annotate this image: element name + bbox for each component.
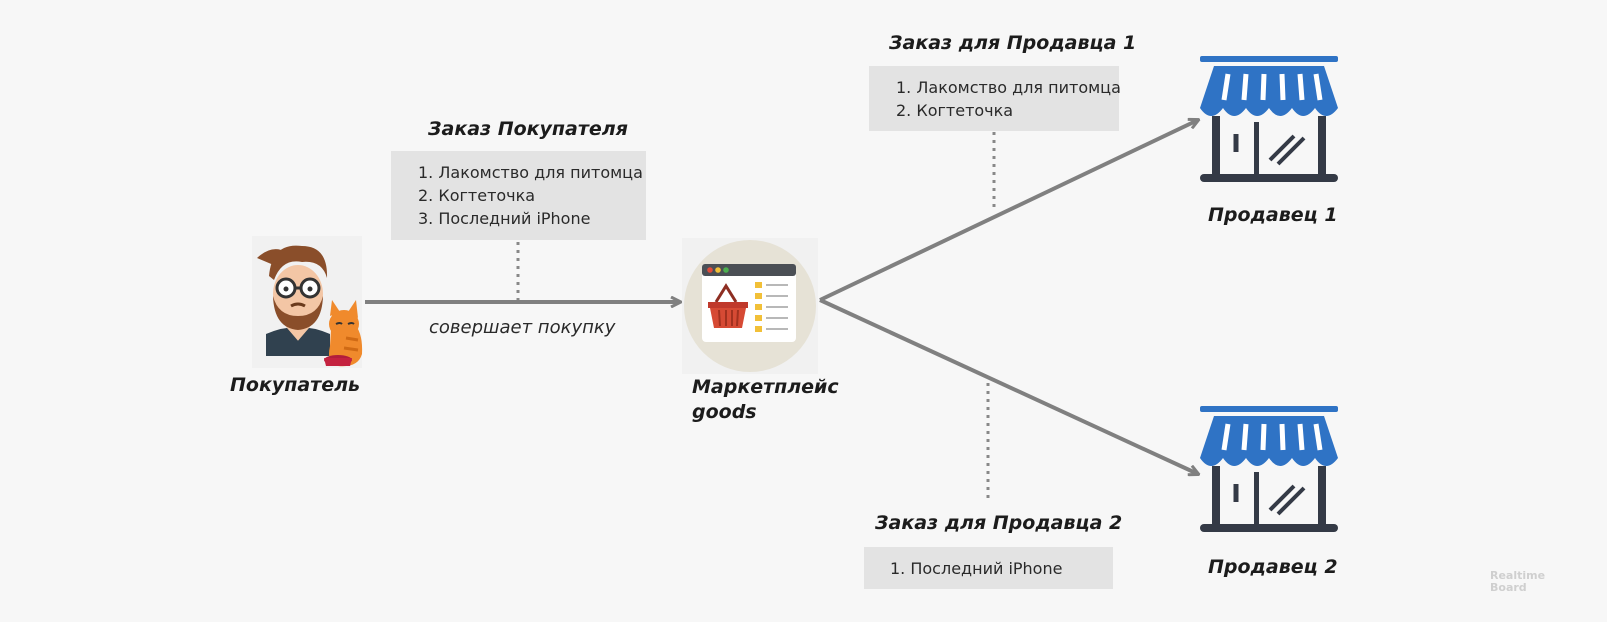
realtime-board-watermark: Realtime Board bbox=[1490, 570, 1545, 594]
buyer-order-title: Заказ Покупателя bbox=[428, 118, 628, 140]
list-item: 1. Лакомство для питомца bbox=[896, 78, 1121, 97]
marketplace-label: Маркетплейс goods bbox=[692, 375, 839, 425]
arrow-marketplace-to-seller1 bbox=[819, 120, 1198, 302]
list-item: 3. Последний iPhone bbox=[418, 209, 591, 228]
seller1-shop-icon bbox=[1200, 56, 1338, 182]
seller1-label: Продавец 1 bbox=[1208, 204, 1338, 226]
marketplace-basket-icon bbox=[682, 238, 818, 374]
purchase-edge-label: совершает покупку bbox=[429, 317, 616, 338]
list-item: 1. Последний iPhone bbox=[890, 559, 1063, 578]
arrow-marketplace-to-seller2 bbox=[819, 298, 1198, 474]
seller1-order-title: Заказ для Продавца 1 bbox=[889, 32, 1137, 54]
marketplace-label-line1: Маркетплейс bbox=[692, 376, 839, 398]
seller2-order-title: Заказ для Продавца 2 bbox=[875, 512, 1123, 534]
seller1-order-box: 1. Лакомство для питомца 2. Когтеточка bbox=[869, 66, 1121, 131]
buyer-with-cat-icon bbox=[252, 236, 363, 368]
list-item: 2. Когтеточка bbox=[418, 186, 536, 205]
watermark-line2: Board bbox=[1490, 581, 1527, 594]
list-item: 2. Когтеточка bbox=[896, 101, 1014, 120]
marketplace-label-line2: goods bbox=[692, 401, 757, 423]
seller2-order-box: 1. Последний iPhone bbox=[864, 547, 1113, 589]
seller2-shop-icon bbox=[1200, 406, 1338, 532]
watermark-line1: Realtime bbox=[1490, 569, 1546, 582]
list-item: 1. Лакомство для питомца bbox=[418, 163, 643, 182]
buyer-order-box: 1. Лакомство для питомца 2. Когтеточка 3… bbox=[391, 151, 646, 240]
seller2-label: Продавец 2 bbox=[1208, 556, 1338, 578]
buyer-label: Покупатель bbox=[230, 374, 361, 396]
